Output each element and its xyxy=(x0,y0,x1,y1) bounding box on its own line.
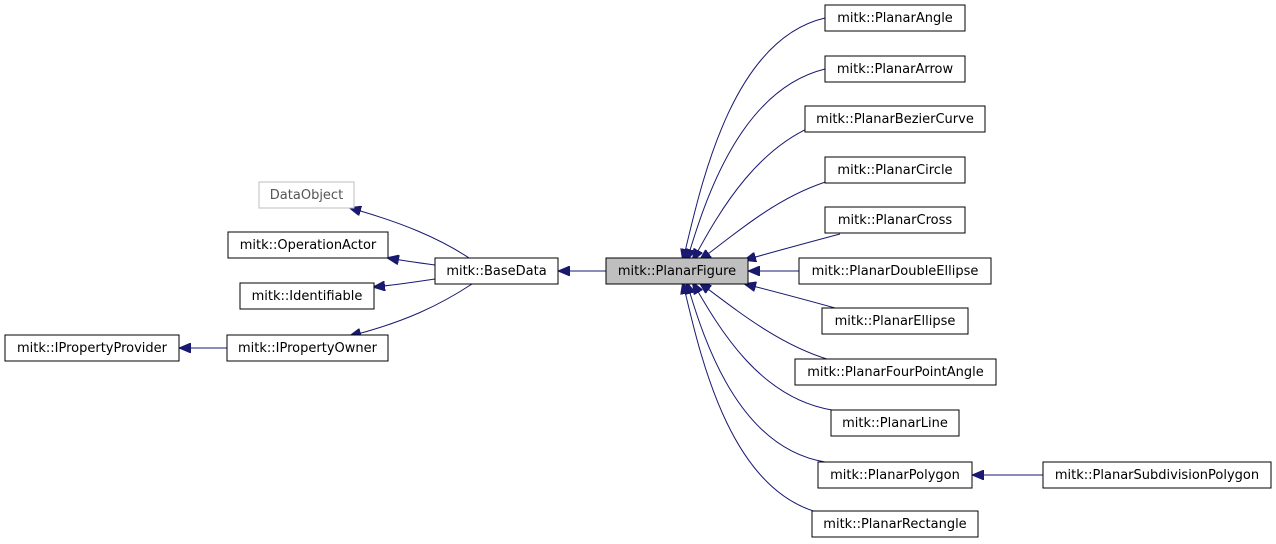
node-label: mitk::IPropertyProvider xyxy=(17,341,168,356)
node-label: mitk::PlanarLine xyxy=(842,416,948,431)
node-planarcircle[interactable]: mitk::PlanarCircle xyxy=(824,156,966,184)
edge-basedata-to-ipropertyowner xyxy=(350,283,473,336)
node-planarfigure[interactable]: mitk::PlanarFigure xyxy=(605,257,749,285)
node-label: mitk::PlanarEllipse xyxy=(835,314,956,329)
node-planararrow[interactable]: mitk::PlanarArrow xyxy=(824,55,966,83)
node-label: mitk::PlanarCross xyxy=(838,213,952,228)
node-label: mitk::PlanarPolygon xyxy=(830,468,960,483)
node-planarsubdivisionpolygon[interactable]: mitk::PlanarSubdivisionPolygon xyxy=(1042,461,1272,489)
edge-planarrectangle-to-planarfigure xyxy=(683,283,826,515)
node-planarfourpointangle[interactable]: mitk::PlanarFourPointAngle xyxy=(794,358,997,386)
node-label: mitk::OperationActor xyxy=(240,238,377,253)
node-planarpolygon[interactable]: mitk::PlanarPolygon xyxy=(817,461,973,489)
node-planarrectangle[interactable]: mitk::PlanarRectangle xyxy=(811,510,979,538)
node-planarcross[interactable]: mitk::PlanarCross xyxy=(824,206,966,234)
edge-planarbeziercurve-to-planarfigure xyxy=(693,119,831,260)
node-planarangle[interactable]: mitk::PlanarAngle xyxy=(824,4,966,32)
node-label: mitk::IPropertyOwner xyxy=(238,341,378,356)
node-label: mitk::PlanarRectangle xyxy=(823,517,966,532)
edge-planarfourpointangle-to-planarfigure xyxy=(700,283,831,361)
edge-planarline-to-planarfigure xyxy=(693,283,833,411)
node-planardoubleellipse[interactable]: mitk::PlanarDoubleEllipse xyxy=(798,257,992,285)
node-label: mitk::Identifiable xyxy=(252,289,363,304)
node-label: mitk::BaseData xyxy=(446,264,546,279)
edge-basedata-to-operationactor xyxy=(388,258,436,266)
node-label: DataObject xyxy=(270,188,343,203)
edge-planararrow-to-planarfigure xyxy=(687,68,826,260)
node-label: mitk::PlanarAngle xyxy=(837,11,953,26)
edge-planarellipse-to-planarfigure xyxy=(745,284,836,309)
node-label: mitk::PlanarArrow xyxy=(837,62,954,77)
node-planarline[interactable]: mitk::PlanarLine xyxy=(830,409,960,437)
edge-planarangle-to-planarfigure xyxy=(683,17,826,260)
node-dataobject[interactable]: DataObject xyxy=(258,181,355,209)
node-label: mitk::PlanarFigure xyxy=(618,264,736,279)
node-ipropertyprovider[interactable]: mitk::IPropertyProvider xyxy=(4,334,180,362)
edge-basedata-to-identifiable xyxy=(374,278,436,287)
node-identifiable[interactable]: mitk::Identifiable xyxy=(239,282,375,310)
node-basedata[interactable]: mitk::BaseData xyxy=(434,257,559,285)
node-label: mitk::PlanarBezierCurve xyxy=(816,112,974,127)
node-label: mitk::PlanarDoubleEllipse xyxy=(812,264,979,279)
edge-planarcross-to-planarfigure xyxy=(745,233,841,260)
node-label: mitk::PlanarCircle xyxy=(837,163,952,178)
node-planarbeziercurve[interactable]: mitk::PlanarBezierCurve xyxy=(804,105,986,133)
node-ipropertyowner[interactable]: mitk::IPropertyOwner xyxy=(226,334,389,362)
edge-basedata-to-dataobject xyxy=(350,208,473,261)
edge-planarpolygon-to-planarfigure xyxy=(687,283,826,463)
edge-planarcircle-to-planarfigure xyxy=(700,179,833,260)
node-label: mitk::PlanarFourPointAngle xyxy=(807,365,983,380)
node-operationactor[interactable]: mitk::OperationActor xyxy=(227,231,389,259)
node-planarellipse[interactable]: mitk::PlanarEllipse xyxy=(821,307,969,335)
node-label: mitk::PlanarSubdivisionPolygon xyxy=(1055,468,1259,483)
